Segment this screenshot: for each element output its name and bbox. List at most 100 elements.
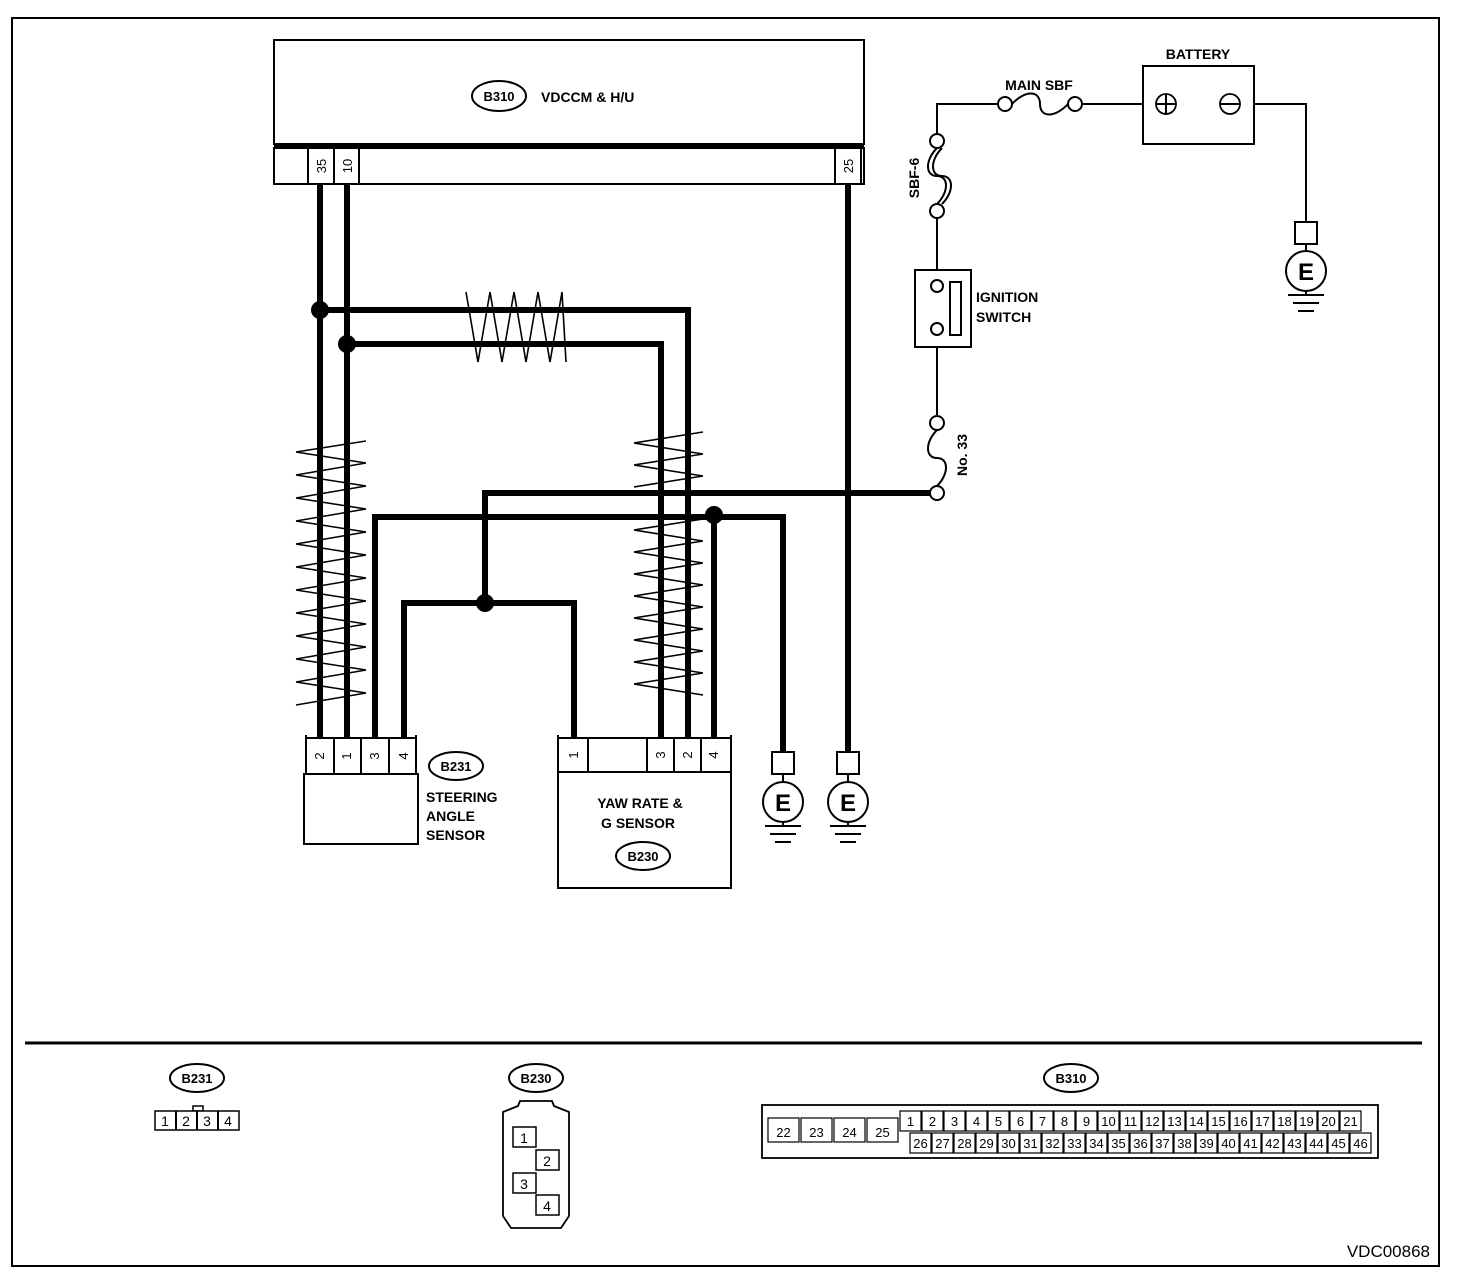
main-sbf-fuse	[997, 96, 1013, 112]
b310-legend-pin-6	[1009, 1110, 1032, 1132]
b310-code-oval	[471, 80, 527, 112]
b310-legend-pin-16	[1229, 1110, 1252, 1132]
b310-legend-pin-37-label: 37	[1155, 1136, 1169, 1151]
b310-legend-pin-25	[866, 1117, 899, 1143]
b310-legend-pin-20	[1317, 1110, 1340, 1132]
svg-text:3: 3	[203, 1113, 211, 1129]
figure-id: VDC00868	[1347, 1242, 1430, 1261]
b310-legend-pin-33	[1063, 1132, 1086, 1154]
ground-symbol-2: E	[827, 751, 869, 843]
b310-legend-pin-13	[1163, 1110, 1186, 1132]
b310-legend-pin-38-label: 38	[1177, 1136, 1191, 1151]
b230-code: B230	[627, 849, 658, 864]
b310-legend-pin-17-label: 17	[1255, 1114, 1269, 1129]
splice-dot	[338, 335, 356, 353]
b310-legend-pin-24	[833, 1117, 866, 1143]
b310-code: B310	[483, 89, 514, 104]
b310-pin-35: 35	[314, 159, 329, 173]
b310-legend-pin-15	[1207, 1110, 1230, 1132]
b310-legend-pin-30	[997, 1132, 1020, 1154]
ground-symbol-1: E	[762, 751, 804, 843]
b310-legend-pin-36	[1129, 1132, 1152, 1154]
b310-legend-pin-31-label: 31	[1023, 1136, 1037, 1151]
fuse-no33	[929, 415, 945, 431]
b310-legend-pin-19	[1295, 1110, 1318, 1132]
b310-legend-pin-3	[943, 1110, 966, 1132]
wiring	[311, 184, 930, 752]
b310-legend-pin-35-label: 35	[1111, 1136, 1125, 1151]
svg-text:B230: B230	[520, 1071, 551, 1086]
b310-legend-pin-4-label: 4	[973, 1114, 980, 1129]
b310-legend-pin-36-label: 36	[1133, 1136, 1147, 1151]
b310-legend-pin-34	[1085, 1132, 1108, 1154]
b310-legend-pin-3-label: 3	[951, 1114, 958, 1129]
b310-legend-pin-37	[1151, 1132, 1174, 1154]
b230-pin-3: 3	[653, 751, 668, 758]
b310-legend-pin-44-label: 44	[1309, 1136, 1323, 1151]
b310-legend-pin-5-label: 5	[995, 1114, 1002, 1129]
power-circuit: BATTERY MAIN SBF SBF-6 IGNITION SWITCH N…	[906, 46, 1307, 501]
splice-dot	[476, 594, 494, 612]
b310-legend-pin-45-label: 45	[1331, 1136, 1345, 1151]
b310-legend-pin-4	[965, 1110, 988, 1132]
svg-text:2: 2	[182, 1113, 190, 1129]
svg-text:4: 4	[543, 1198, 551, 1214]
svg-text:3: 3	[520, 1176, 528, 1192]
svg-text:E: E	[775, 790, 791, 817]
b230-pin-4: 4	[706, 751, 721, 758]
sbf6-fuse	[929, 133, 945, 149]
ignition-switch	[914, 269, 972, 348]
diagram-frame	[11, 17, 1440, 1267]
svg-text:1: 1	[520, 1130, 528, 1146]
b310-legend-pin-35	[1107, 1132, 1130, 1154]
b310-legend-pin-1	[899, 1110, 922, 1132]
b231-code: B231	[440, 759, 471, 774]
b310-legend-pin-12-label: 12	[1145, 1114, 1159, 1129]
b310-legend-pin-38	[1173, 1132, 1196, 1154]
b310-pin-25: 25	[841, 159, 856, 173]
b310-legend-pin-9-label: 9	[1083, 1114, 1090, 1129]
b310-legend-pin-23-label: 23	[809, 1125, 823, 1140]
yaw-rate-g-sensor: 1 3 2 4 YAW RATE & G SENSOR B230	[557, 735, 732, 889]
b310-legend-pin-43	[1283, 1132, 1306, 1154]
b310-legend-pin-8	[1053, 1110, 1076, 1132]
b310-legend-pin-7	[1031, 1110, 1054, 1132]
b310-legend-pin-13-label: 13	[1167, 1114, 1181, 1129]
b310-legend-pin-20-label: 20	[1321, 1114, 1335, 1129]
b310-legend-pin-2	[921, 1110, 944, 1132]
ground-symbol-battery: E	[1285, 221, 1327, 312]
twist-top-horizontal	[465, 291, 567, 363]
b310-legend-pin-41	[1239, 1132, 1262, 1154]
b310-legend-pin-21	[1339, 1110, 1362, 1132]
svg-text:E: E	[1298, 259, 1314, 286]
b310-legend-pin-46	[1349, 1132, 1372, 1154]
b310-legend-pin-29	[975, 1132, 998, 1154]
b310-legend-pin-28-label: 28	[957, 1136, 971, 1151]
b230-name-line-2: G SENSOR	[601, 815, 675, 831]
b230-name-line-1: YAW RATE &	[597, 795, 683, 811]
b310-legend-pin-7-label: 7	[1039, 1114, 1046, 1129]
steering-angle-sensor: 2 1 3 4 B231 STEERING ANGLE SENSOR	[303, 735, 498, 845]
b310-legend-pin-19-label: 19	[1299, 1114, 1313, 1129]
b310-legend-pin-2-label: 2	[929, 1114, 936, 1129]
vdccm-unit: B310 VDCCM & H/U 35 10 25	[273, 39, 865, 185]
splice-dot	[705, 506, 723, 524]
legend-b231: B231 1 2 3 4	[154, 1063, 240, 1131]
b310-legend-pin-15-label: 15	[1211, 1114, 1225, 1129]
b310-legend-pin-26-label: 26	[913, 1136, 927, 1151]
sbf6-label: SBF-6	[906, 158, 922, 199]
b310-legend-pin-1-label: 1	[907, 1114, 914, 1129]
b310-legend-pin-31	[1019, 1132, 1042, 1154]
b310-legend-pin-29-label: 29	[979, 1136, 993, 1151]
b310-legend-pin-34-label: 34	[1089, 1136, 1103, 1151]
ignition-switch-line-2: SWITCH	[976, 309, 1031, 325]
b310-legend-pin-26	[909, 1132, 932, 1154]
b310-legend-pin-10-label: 10	[1101, 1114, 1115, 1129]
svg-text:E: E	[840, 790, 856, 817]
b310-legend-pin-11-label: 11	[1124, 1114, 1138, 1129]
b310-legend-pin-28	[953, 1132, 976, 1154]
b231-code-oval	[428, 751, 484, 781]
